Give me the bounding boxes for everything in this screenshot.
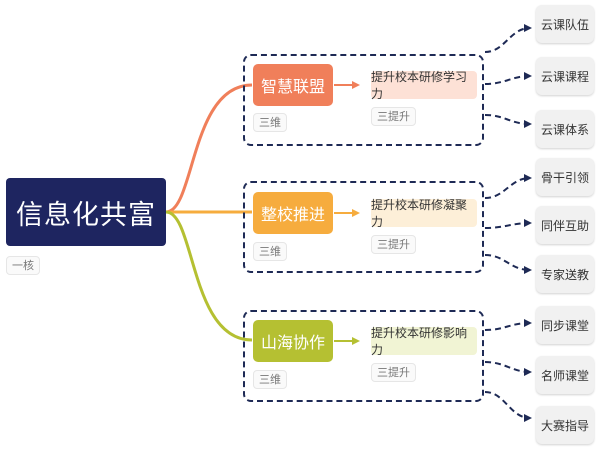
leaf-connector — [484, 219, 532, 229]
leaf-connector — [484, 361, 532, 376]
root-to-branch-3-curve — [165, 210, 253, 342]
leaf-connector — [484, 174, 532, 199]
branch-node-3[interactable]: 山海协作 — [253, 320, 333, 362]
leaf-connector — [484, 254, 532, 274]
leaf-node[interactable]: 云课课程 — [536, 57, 594, 95]
leaf-connector — [484, 391, 532, 422]
group-box-1 — [243, 54, 484, 146]
leaf-node[interactable]: 云课体系 — [536, 110, 594, 148]
root-to-branch-1-curve — [165, 83, 253, 214]
branch-tag-2: 三维 — [253, 242, 287, 261]
sub-node-3[interactable]: 提升校本研修影响力 — [371, 326, 477, 357]
leaf-connector — [484, 114, 532, 128]
leaf-connector — [484, 24, 532, 53]
leaf-node[interactable]: 同步课堂 — [536, 306, 594, 344]
leaf-node[interactable]: 云课队伍 — [536, 5, 594, 43]
root-tag: 一核 — [6, 256, 40, 275]
branch-tag-3: 三维 — [253, 370, 287, 389]
leaf-node[interactable]: 大赛指导 — [536, 406, 594, 444]
sub-tag-2: 三提升 — [371, 235, 416, 254]
leaf-node[interactable]: 同伴互助 — [536, 206, 594, 244]
leaf-connector — [484, 72, 532, 85]
leaf-node[interactable]: 名师课堂 — [536, 356, 594, 394]
branch-tag-1: 三维 — [253, 113, 287, 132]
sub-tag-3: 三提升 — [371, 363, 416, 382]
group-box-3 — [243, 310, 484, 402]
sub-node-2[interactable]: 提升校本研修凝聚力 — [371, 198, 477, 229]
branch-node-2[interactable]: 整校推进 — [253, 192, 333, 234]
leaf-connector — [484, 319, 532, 331]
branch-node-1[interactable]: 智慧联盟 — [253, 64, 333, 106]
leaf-node[interactable]: 骨干引领 — [536, 158, 594, 196]
root-node[interactable]: 信息化共富 — [6, 178, 166, 246]
group-box-2 — [243, 181, 484, 273]
sub-tag-1: 三提升 — [371, 107, 416, 126]
sub-node-1[interactable]: 提升校本研修学习力 — [371, 70, 477, 101]
leaf-node[interactable]: 专家送教 — [536, 255, 594, 293]
